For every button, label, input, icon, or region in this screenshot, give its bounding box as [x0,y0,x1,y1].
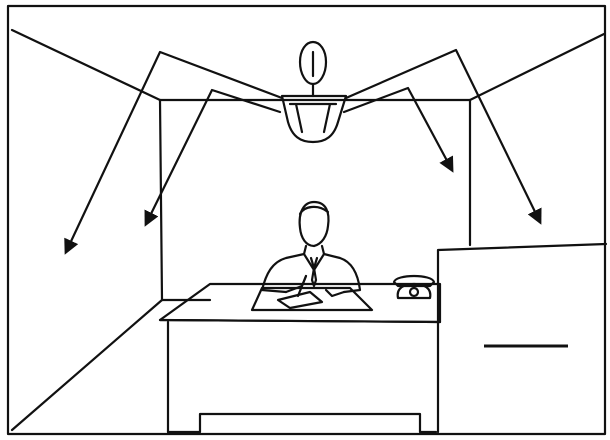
back-wall-left-edge [160,100,162,300]
ceiling-edge-left [12,30,160,100]
telephone [394,276,434,298]
phone-dial [410,288,418,296]
ceiling-lamp [282,42,346,142]
light-ray-far-left [66,52,282,252]
cabinet-outline [438,244,606,432]
light-ray-left [146,90,280,224]
light-ray-far-right [346,50,540,222]
ceiling-edge-right [470,34,604,100]
worker-tie [311,258,317,286]
desk-kick-panel [168,414,436,432]
lamp-shade-detail [290,104,336,132]
worker-resting-hand [326,290,344,296]
floor-edge-left [12,300,162,430]
desk-front-edge [160,320,440,322]
office-worker [262,202,360,296]
room-corner-lines [12,30,604,430]
filing-cabinet [438,244,606,432]
paper-note [278,292,322,308]
